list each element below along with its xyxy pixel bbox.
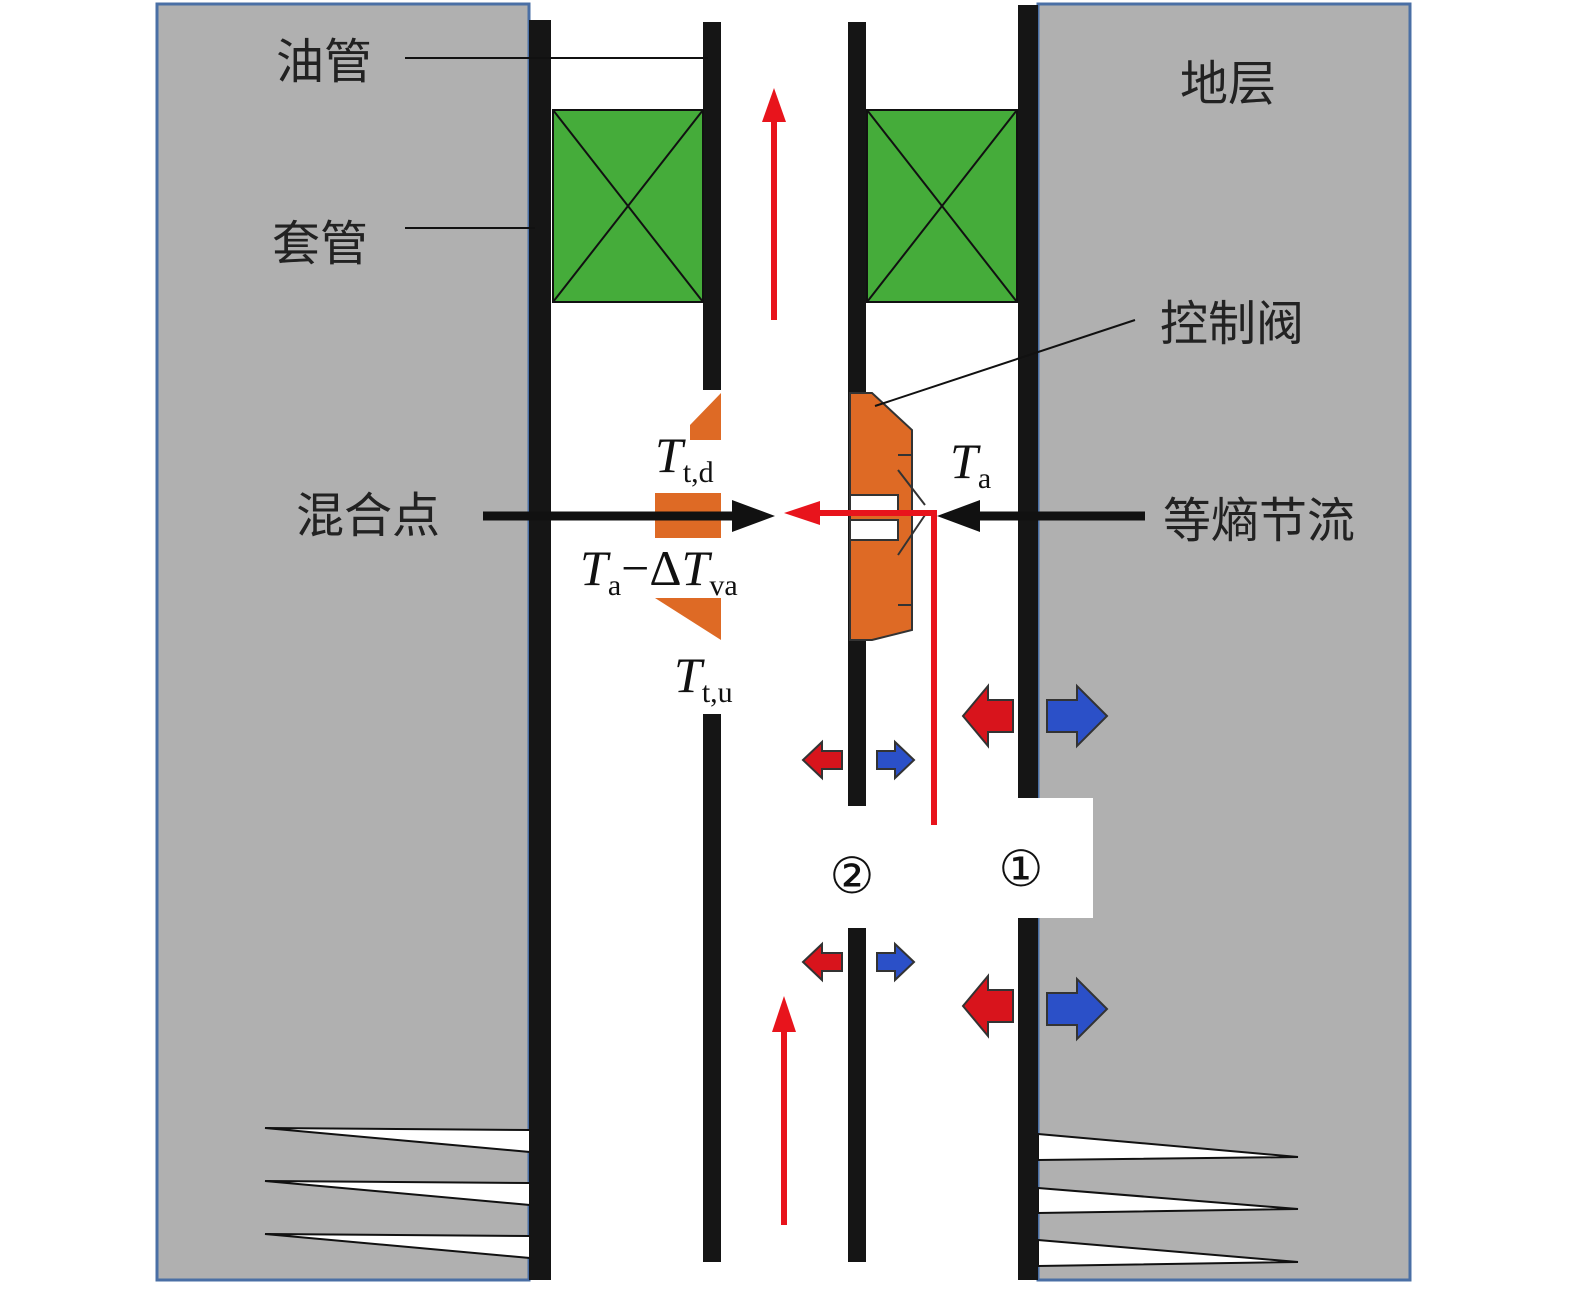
mixing-point-arrow <box>483 500 775 532</box>
casing-wall-left <box>529 20 551 1280</box>
formation-label: 地层 <box>1180 56 1276 112</box>
arrow-right-blue-icon <box>876 683 1109 1042</box>
control-valve-label: 控制阀 <box>1160 296 1304 352</box>
arrow-left-red-icon <box>801 683 1014 1039</box>
valve-leader <box>874 319 1136 407</box>
packer-x-icon <box>552 109 704 303</box>
symbol-t-mix: Ta−ΔTva <box>580 540 738 602</box>
zone2-box <box>800 830 920 926</box>
zone2-label: ② <box>830 847 875 905</box>
casing-wall-right <box>1018 5 1038 1280</box>
zone1-box <box>965 798 1093 918</box>
formation-right <box>1036 2 1412 1282</box>
packer-x-icon <box>866 109 1018 303</box>
symbol-t-a: Ta <box>950 433 991 495</box>
flow-arrow-up-top <box>762 88 786 320</box>
flow-path-annulus <box>784 501 937 825</box>
tubing-label: 油管 <box>276 34 372 90</box>
throttling-label: 等熵节流 <box>1163 493 1355 549</box>
control-valve <box>849 392 926 641</box>
symbol-t-tu: Tt,u <box>674 647 733 709</box>
formation-left <box>155 2 531 1282</box>
tubing-wall-left <box>703 22 721 1262</box>
throttling-arrow <box>937 500 1145 532</box>
zone1-label: ① <box>999 840 1044 898</box>
casing-label: 套管 <box>272 216 368 272</box>
mixing-point-label: 混合点 <box>296 488 440 544</box>
flow-arrow-up-bottom <box>772 996 796 1225</box>
symbol-t-td: Tt,d <box>655 427 714 489</box>
tubing-wall-right <box>848 22 866 1262</box>
